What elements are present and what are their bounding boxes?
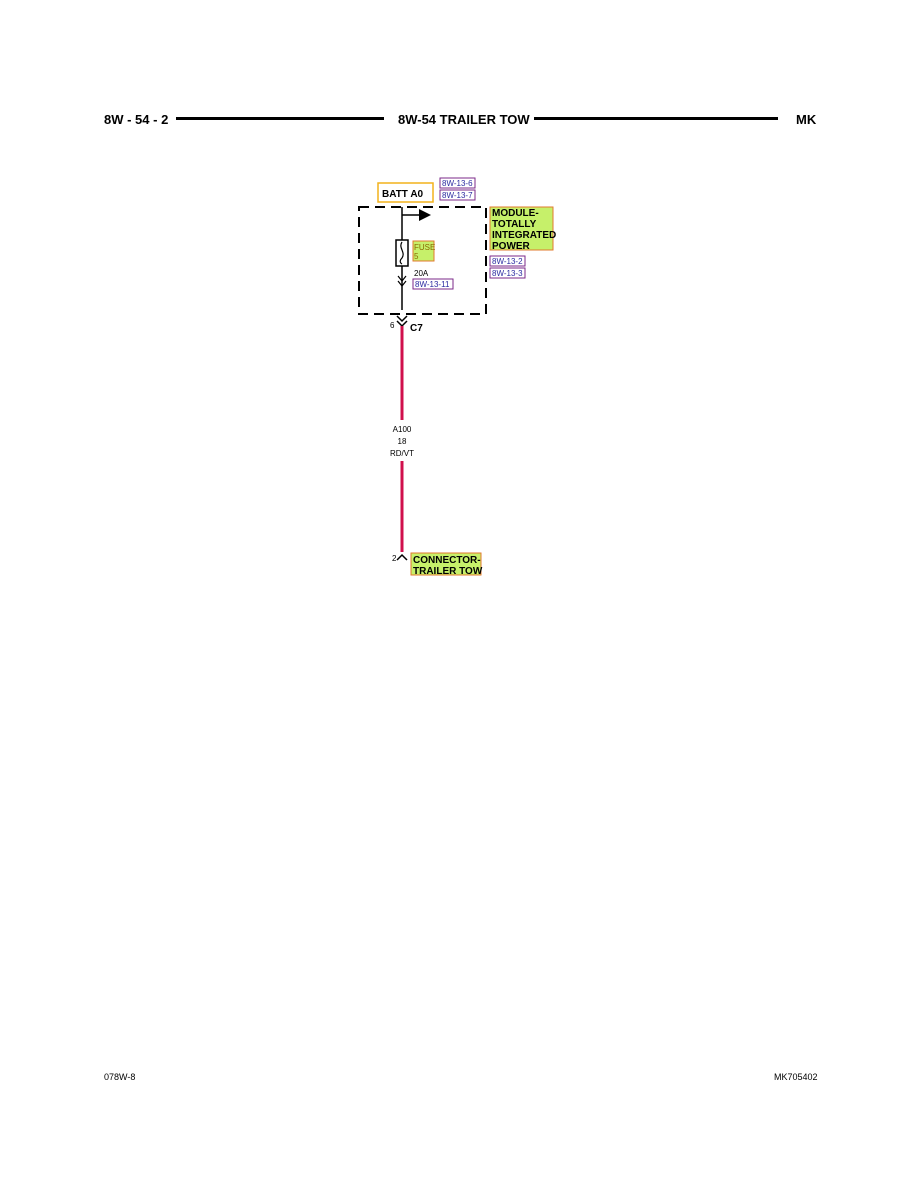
internal-connector-symbol [397,275,407,287]
source-ref-1[interactable]: 8W-13-6 [439,177,476,189]
connector-trailer-tow-label: CONNECTOR- TRAILER TOW [410,552,483,577]
fuse-ref[interactable]: 8W-13-11 [412,278,454,290]
source-ref-2[interactable]: 8W-13-7 [439,189,476,201]
module-boundary [358,206,487,315]
source-ref-1-text: 8W-13-6 [442,179,473,188]
fuse-label: FUSE 5 [412,240,435,262]
connector-label-line-2: TRAILER TOW [413,566,483,577]
source-box [377,182,434,203]
connector-trailer-tow-symbol [396,553,408,561]
footer-right-code: MK705402 [774,1072,818,1082]
source-ref-2-text: 8W-13-7 [442,191,473,200]
module-label: MODULE- TOTALLY INTEGRATED POWER [489,206,556,252]
page-title: 8W-54 TRAILER TOW [398,112,530,127]
fuse-label-line-2: 5 [414,252,419,261]
source-label-text: BATT A0 [382,189,424,200]
module-label-line-1: MODULE- [492,208,539,219]
page-number: 8W - 54 - 2 [104,112,169,127]
wire-circuit: A100 [393,425,412,434]
connector-trailer-tow-pin: 2 [392,554,397,563]
module-label-line-2: TOTALLY [492,219,537,230]
header-rule-left [176,117,384,120]
connector-c7-pin: 6 [390,321,395,330]
footer-left-code: 078W-8 [104,1072,136,1082]
fuse-element [399,241,404,265]
module-ref-1-text: 8W-13-2 [492,257,523,266]
model-code: MK [796,112,817,127]
connector-c7-symbol [396,315,408,323]
module-ref-2-text: 8W-13-3 [492,269,523,278]
module-ref-1[interactable]: 8W-13-2 [489,255,526,267]
header-rule-right [534,117,778,120]
fuse-symbol [395,239,409,267]
module-label-line-4: POWER [492,241,531,252]
connector-c7-name: C7 [410,323,423,334]
module-label-line-3: INTEGRATED [492,230,556,241]
wire-gauge: 18 [398,437,407,446]
source-batt-label: BATT A0 [377,182,434,203]
connector-label-line-1: CONNECTOR- [413,555,481,566]
fuse-label-line-1: FUSE [414,243,435,252]
wire-color-code: RD/VT [390,449,414,458]
module-ref-2[interactable]: 8W-13-3 [489,267,526,279]
fuse-ref-text: 8W-13-11 [415,280,450,289]
fuse-rating: 20A [414,269,429,278]
